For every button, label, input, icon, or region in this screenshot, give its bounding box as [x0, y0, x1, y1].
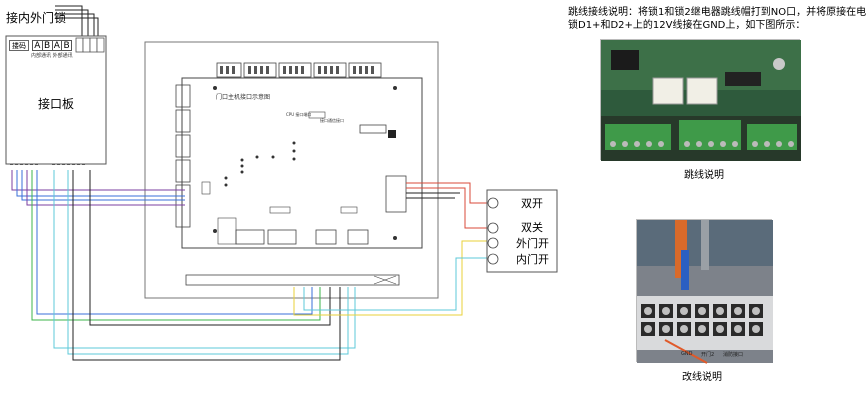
terminal-rewire-illustration — [637, 220, 773, 364]
instruction-line-1: 跳线接线说明：将锁1和锁2继电器跳线帽打到NO口，并将原接在电 — [568, 7, 866, 18]
instruction-line-2: 锁D1+和D2+上的12V线接在GND上，如下图所示： — [568, 20, 806, 31]
left-panel-outline — [5, 35, 107, 165]
cells-caption: 内部通讯 外部通讯 — [31, 53, 73, 59]
center-board-frame — [144, 41, 439, 299]
output-double-open: 双开 — [521, 197, 543, 210]
relay-board-photo — [600, 39, 801, 161]
interface-board-label: 接口板 — [38, 97, 75, 111]
key-label: 搂码 — [9, 40, 29, 51]
lock-wiring-title: 接内外门锁 — [6, 11, 67, 25]
rewire-caption: 改线说明 — [682, 372, 722, 383]
right-terminal-block — [385, 175, 407, 213]
bottom-terminal-strip — [185, 274, 400, 286]
output-box — [486, 189, 558, 273]
chip-label: 接口通信接口 — [320, 118, 344, 123]
board-bottom-terminals — [235, 229, 369, 245]
board-title: 门口主机接口示意图 — [216, 94, 271, 101]
photo-label-gnd: GND — [681, 351, 693, 357]
cell-a1: A — [32, 40, 43, 51]
output-outer-door-open: 外门开 — [516, 237, 549, 250]
corner-chip — [388, 130, 396, 138]
lock-wires — [55, 5, 99, 38]
cell-b2: B — [62, 40, 72, 51]
dip-switch — [359, 124, 387, 134]
cpu-label: CPU 接口端口 — [286, 112, 312, 117]
center-board-outline — [181, 77, 423, 249]
photo-label-open2: 开门2 — [701, 352, 715, 358]
terminal-rewire-photo: GND 开门2 消防接口 — [636, 219, 773, 364]
relay-board-illustration — [601, 40, 801, 161]
left-terminal-blocks — [175, 84, 191, 228]
top-terminal-blocks — [216, 62, 382, 78]
output-double-close: 双关 — [521, 221, 543, 234]
output-inner-door-open: 内门开 — [516, 253, 549, 266]
cell-row: A B A B — [32, 40, 72, 51]
cell-b1: B — [42, 40, 53, 51]
jumper-caption: 跳线说明 — [684, 170, 724, 181]
photo-label-fire: 消防接口 — [723, 352, 744, 358]
cell-a2: A — [52, 40, 63, 51]
